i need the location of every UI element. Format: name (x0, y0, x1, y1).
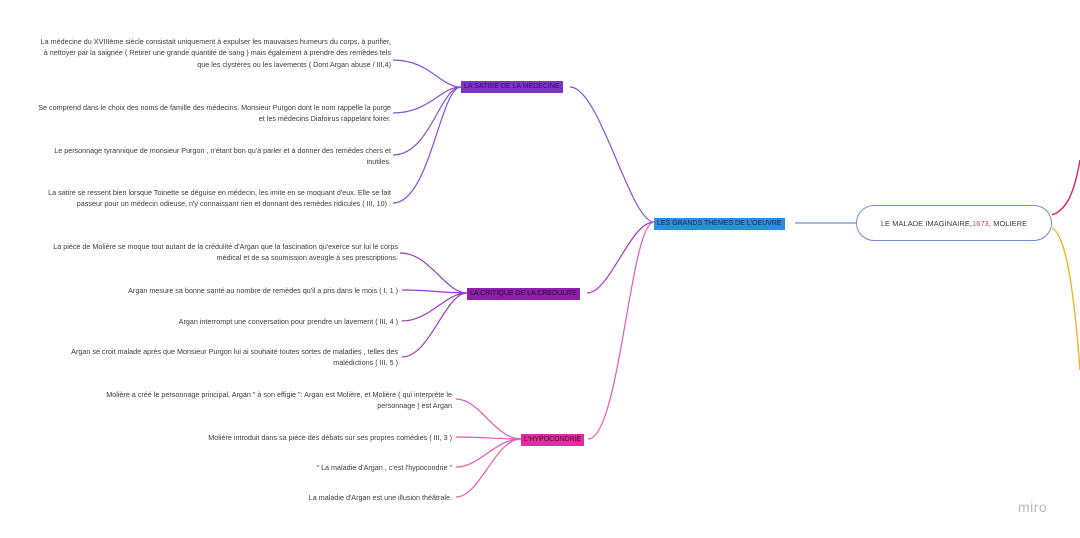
connector-hub-critique (586, 221, 655, 294)
connector-critique-leaf-4 (401, 292, 468, 358)
root-title-after: , MOLIERE (988, 218, 1028, 228)
connector-hypo-leaf-3 (455, 438, 522, 468)
hub-tag-themes[interactable]: LES GRANDS THEMES DE L'OEUVRE (654, 218, 785, 230)
hypocondrie-leaf-2: Molière introduit dans sa pièce des déba… (208, 433, 452, 442)
branch-tag-critique[interactable]: LA CRITIQUE DE LA CREDULITE (467, 288, 580, 300)
miro-logo: miro (1018, 499, 1048, 515)
root-year: 1673 (972, 218, 989, 228)
critique-leaf-2: Argan mesure sa bonne santé au nombre de… (128, 286, 398, 295)
root-node[interactable]: LE MALADE IMAGINAIRE, 1673, MOLIERE (856, 205, 1052, 241)
connector-satire-leaf-3 (392, 86, 462, 156)
hypocondrie-leaf-3: " La maladie d'Argan , c'est l'hypocondr… (316, 463, 452, 472)
connector-hypo-leaf-4 (455, 438, 522, 498)
connector-right-top (1051, 159, 1080, 216)
critique-leaf-1: La pièce de Molière se moque tout autant… (53, 242, 398, 263)
connector-hypo-leaf-1 (455, 398, 522, 440)
connector-critique-leaf-1 (399, 252, 468, 294)
branch-tag-satire[interactable]: LA SATIRE DE LA MEDECINE (461, 81, 563, 93)
hypocondrie-leaf-4: La maladie d'Argan est une illusion théâ… (308, 493, 452, 502)
connector-critique-leaf-3 (401, 292, 468, 322)
connector-hub-hypo (587, 221, 655, 440)
satire-leaf-1: La médecine du XVIIIème siècle consistai… (40, 37, 391, 69)
connector-right-bottom (1051, 227, 1080, 371)
connector-critique-leaf-2 (401, 289, 468, 294)
root-title-before: LE MALADE IMAGINAIRE, (880, 218, 973, 228)
critique-leaf-4: Argan se croit malade après que Monsieur… (71, 347, 398, 368)
hypocondrie-leaf-1: Molière a créé le personnage principal, … (106, 390, 452, 411)
critique-leaf-3: Argan interrompt une conversation pour p… (178, 317, 398, 326)
branch-tag-hypocondrie[interactable]: L'HYPOCONDRIE (521, 434, 585, 446)
satire-leaf-4: La satire se ressent bien lorsque Toinet… (48, 188, 391, 209)
connector-hub-satire (569, 86, 655, 223)
satire-leaf-3: Le personnage tyrannique de monsieur Pur… (54, 146, 391, 167)
satire-leaf-2: Se comprend dans le choix des noms de fa… (38, 103, 391, 124)
connector-satire-leaf-2 (392, 86, 462, 114)
connector-satire-leaf-1 (392, 59, 462, 88)
connector-satire-leaf-4 (392, 86, 462, 204)
